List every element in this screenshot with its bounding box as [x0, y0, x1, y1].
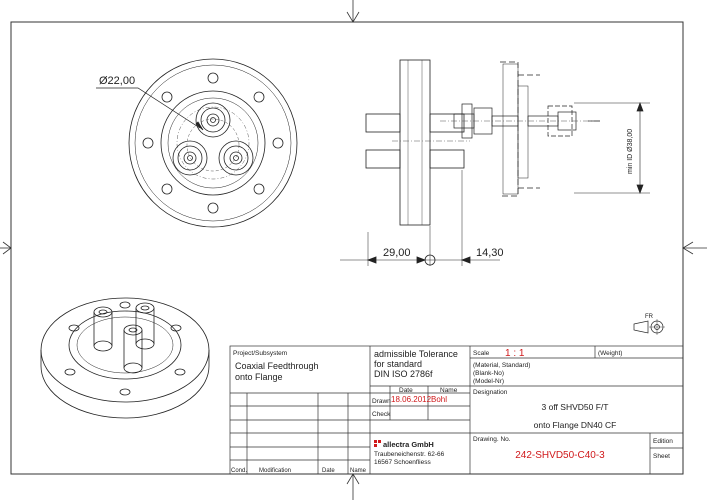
flange-front-view — [96, 58, 298, 228]
title-block — [229, 345, 684, 475]
isometric-view — [40, 297, 210, 419]
sheet-label: Sheet — [653, 453, 670, 460]
edition-label: Edition — [653, 438, 673, 445]
date-label: Date — [322, 468, 335, 474]
designation-label: Designation — [473, 389, 508, 396]
project-label: Project/Subsystem — [233, 350, 287, 357]
scale-value: 1 : 1 — [505, 348, 525, 359]
material-label: (Material, Standard) — [473, 362, 530, 369]
weight-label: (Weight) — [598, 350, 622, 357]
connector-right — [218, 140, 254, 176]
modification-label: Modification — [259, 468, 291, 474]
name-header: Name — [440, 387, 458, 394]
name-label: Name — [350, 468, 367, 474]
designation-line-2: onto Flange DN40 CF — [534, 420, 617, 430]
drawn-label: Drawn — [372, 398, 391, 405]
projection-label: FR — [645, 314, 654, 320]
project-line-2: onto Flange — [235, 372, 283, 382]
check-label: Check — [372, 411, 391, 418]
iso-post-1 — [93, 306, 113, 352]
drawn-name: Bohl — [431, 395, 447, 404]
bolt-holes — [142, 72, 284, 214]
tolerance-line-3: DIN ISO 2786f — [374, 369, 433, 379]
company-city: 16567 Schoenfliess — [374, 459, 431, 466]
cond-label: Cond. — [231, 468, 247, 474]
length-dimension-left: 29,00 — [383, 247, 411, 259]
iso-post-2 — [135, 302, 155, 350]
min-id-dimension: min ID Ø38,00 — [627, 129, 634, 174]
drawing-number: 242-SHVD50-C40-3 — [515, 450, 605, 461]
connector-top — [195, 102, 231, 138]
designation-line-1: 3 off SHVD50 F/T — [542, 402, 609, 412]
model-label: (Model-Nr) — [473, 378, 504, 385]
scale-label: Scale — [473, 350, 490, 357]
date-header: Date — [399, 387, 413, 394]
section-view — [440, 61, 650, 197]
company-name: allectra GmbH — [383, 440, 434, 449]
company-street: Traubeneichenstr. 62-66 — [374, 451, 445, 458]
flange-side-view — [340, 59, 500, 266]
drawn-date: 18.06.2012 — [391, 395, 432, 404]
pcd-dimension: Ø22,00 — [99, 75, 135, 87]
drawing-no-label: Drawing. No. — [473, 436, 511, 443]
iso-post-3 — [123, 324, 143, 374]
tolerance-line-2: for standard — [374, 359, 422, 369]
company-logo — [374, 440, 381, 447]
length-dimension-right: 14,30 — [476, 247, 504, 259]
connector-left — [172, 140, 208, 176]
projection-symbol — [633, 319, 665, 335]
blank-label: (Blank-No) — [473, 370, 504, 377]
tolerance-line-1: admissible Tolerance — [374, 349, 458, 359]
project-line-1: Coaxial Feedthrough — [235, 361, 319, 371]
